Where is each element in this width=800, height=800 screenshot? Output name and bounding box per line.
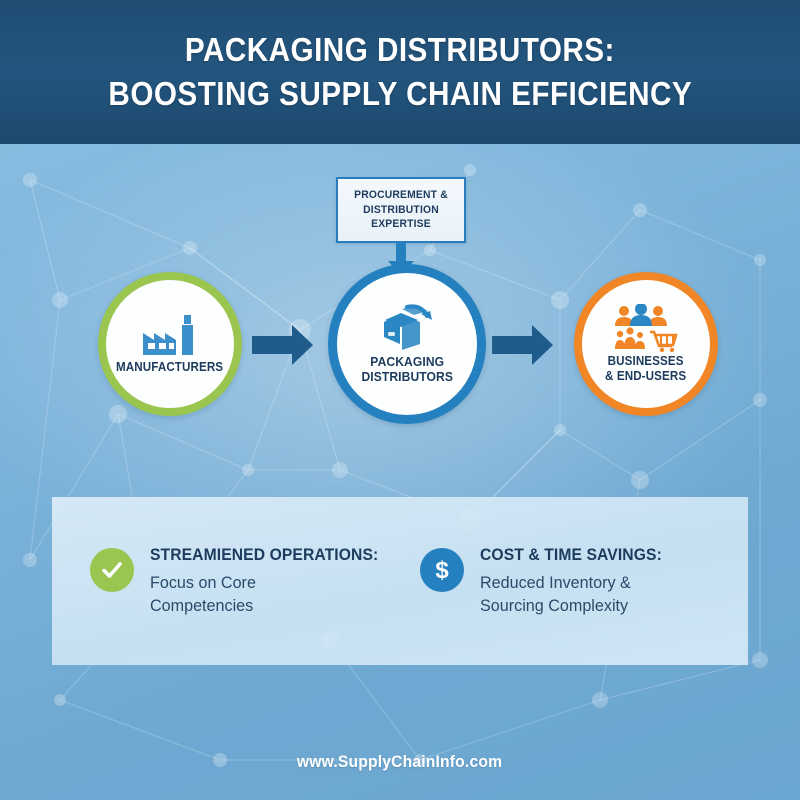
benefit-description: Focus on Core Competencies <box>150 573 256 616</box>
node-businesses-endusers-label: BUSINESSES & END-USERS <box>605 354 687 383</box>
people-cart-icon <box>615 304 678 353</box>
header-banner: PACKAGING DISTRIBUTORS: BOOSTING SUPPLY … <box>0 0 800 144</box>
benefits-panel: STREAMIENED OPERATIONS: Focus on Core Co… <box>52 497 748 665</box>
benefit-item-streamlined-operations: STREAMIENED OPERATIONS: Focus on Core Co… <box>90 544 420 617</box>
benefit-title: STREAMIENED OPERATIONS: <box>150 546 379 565</box>
node-businesses-endusers[interactable]: BUSINESSES & END-USERS <box>574 272 718 416</box>
benefit-title: COST & TIME SAVINGS: <box>480 546 662 565</box>
svg-text:$: $ <box>435 557 449 584</box>
page-title-line-1: PACKAGING DISTRIBUTORS: <box>184 31 616 69</box>
footer: www.SupplyChainInfo.com <box>0 752 800 772</box>
arrow-right-icon <box>492 325 553 365</box>
factory-icon <box>143 315 193 356</box>
dollar-circle-icon: $ <box>420 548 464 593</box>
node-manufacturers[interactable]: MANUFACTURERS <box>98 272 242 416</box>
arrow-right-icon <box>252 325 313 365</box>
package-box-icon <box>384 304 432 350</box>
procurement-expertise-box: PROCUREMENT & DISTRIBUTION EXPERTISE <box>336 177 466 243</box>
footer-website[interactable]: www.SupplyChainInfo.com <box>297 752 503 771</box>
benefit-item-cost-time-savings: $ COST & TIME SAVINGS: Reduced Inventory… <box>420 544 740 617</box>
check-circle-icon <box>90 548 134 593</box>
node-packaging-distributors[interactable]: PACKAGING DISTRIBUTORS <box>328 264 486 424</box>
benefit-text-block: STREAMIENED OPERATIONS: Focus on Core Co… <box>150 544 390 617</box>
node-packaging-distributors-label: PACKAGING DISTRIBUTORS <box>361 353 453 384</box>
procurement-expertise-label: PROCUREMENT & DISTRIBUTION EXPERTISE <box>354 188 448 231</box>
benefit-description: Reduced Inventory & Sourcing Complexity <box>480 573 631 616</box>
benefit-text-block: COST & TIME SAVINGS: Reduced Inventory &… <box>480 544 671 617</box>
node-manufacturers-label: MANUFACTURERS <box>116 360 224 375</box>
page-title-line-2: BOOSTING SUPPLY CHAIN EFFICIENCY <box>108 75 692 112</box>
